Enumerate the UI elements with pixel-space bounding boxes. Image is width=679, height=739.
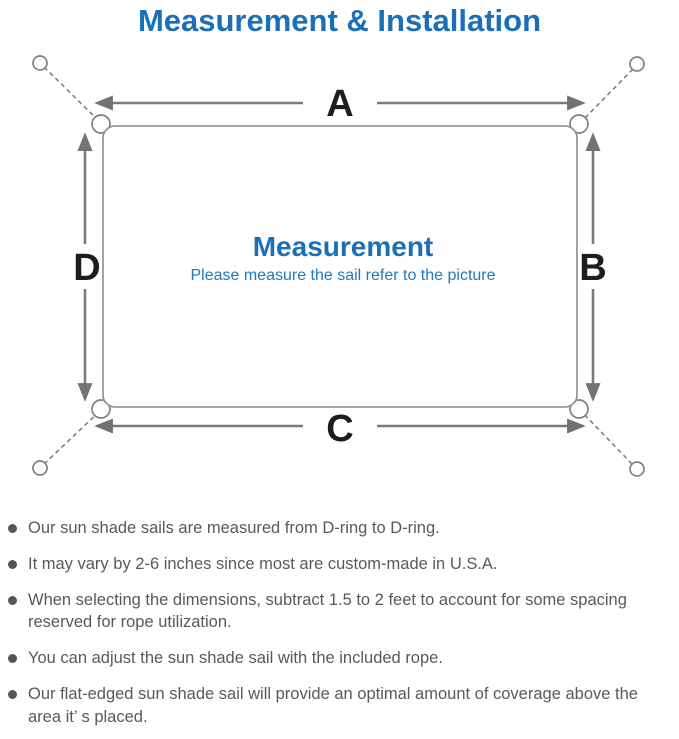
anchor-ring-bottom-left-icon [32,460,48,476]
note-text: It may vary by 2-6 inches since most are… [28,554,498,573]
list-item: You can adjust the sun shade sail with t… [8,647,665,670]
list-item: Our sun shade sails are measured from D-… [8,517,665,540]
sail-diagram-svg: A B C D Measurement Please measure the s… [32,55,645,477]
anchor-ring-top-right-icon [629,56,645,72]
dimension-lines [77,95,601,434]
dim-label-c: C [326,408,353,450]
corner-d-rings [91,114,589,419]
notes-list: Our sun shade sails are measured from D-… [0,501,679,728]
page-title: Measurement & Installation [137,3,542,38]
dim-label-b: B [579,247,606,289]
note-text: Our sun shade sails are measured from D-… [28,519,440,537]
anchor-ring-top-left-icon [32,55,48,71]
list-item: When selecting the dimensions, subtract … [8,589,665,635]
note-text: Our flat-edged sun shade sail will provi… [28,684,638,726]
note-text: When selecting the dimensions, subtract … [28,590,627,632]
d-ring-top-right-icon [569,114,589,134]
dim-label-a: A [326,83,353,125]
d-ring-bottom-left-icon [91,399,111,419]
anchor-rope-lines [43,66,634,465]
bullet-icon [8,689,17,699]
diagram-center-title: Measurement [253,231,434,262]
dim-label-d: D [73,247,100,289]
anchor-rings [32,55,645,477]
bullet-icon [8,559,17,569]
note-text: You can adjust the sun shade sail with t… [28,649,443,668]
list-item: It may vary by 2-6 inches since most are… [8,553,665,576]
d-ring-top-left-icon [91,114,111,134]
measurement-diagram: A B C D Measurement Please measure the s… [0,41,679,501]
diagram-center-subtitle: Please measure the sail refer to the pic… [190,267,495,284]
anchor-ring-bottom-right-icon [629,461,645,477]
bullet-icon [8,595,17,605]
bullet-icon [8,524,17,533]
sail-rectangle [102,125,578,408]
bullet-icon [8,654,17,664]
list-item: Our flat-edged sun shade sail will provi… [8,683,665,729]
d-ring-bottom-right-icon [569,399,589,419]
